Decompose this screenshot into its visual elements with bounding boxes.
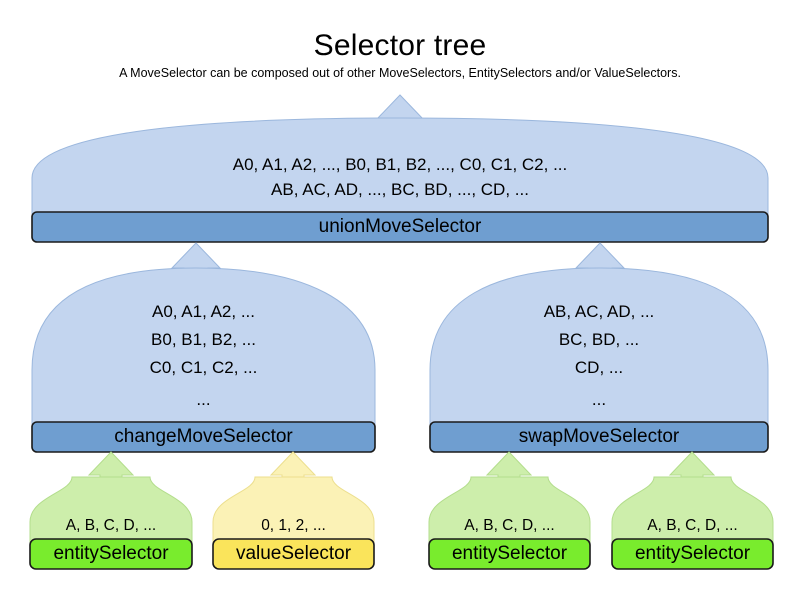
change-move-selector-item-line-1: A0, A1, A2, ...	[151, 302, 255, 321]
box-value-selector[interactable]	[212, 538, 375, 570]
change-move-selector-item-line-3: C0, C1, C2, ...	[149, 358, 258, 377]
swap-move-selector-item-line-2: BC, BD, ...	[558, 330, 640, 349]
dome-union-move-selector	[31, 117, 769, 217]
box-entity-selector-2[interactable]	[428, 538, 591, 570]
dome-swap-move-selector	[429, 267, 769, 427]
value-selector-items: 0, 1, 2, ...	[261, 517, 326, 534]
entity-selector-2-label: entitySelector	[451, 543, 568, 564]
dome-value-selector	[212, 476, 375, 545]
swap-move-selector-label: swapMoveSelector	[518, 426, 680, 447]
dome-entity-selector-2	[428, 476, 591, 545]
swap-move-selector-item-line-3: CD, ...	[574, 358, 624, 377]
change-move-selector-item-line-2: B0, B1, B2, ...	[151, 330, 256, 349]
bar-swap-move-selector[interactable]	[429, 421, 769, 453]
dome-change-move-selector	[31, 267, 376, 427]
entity-selector-2-items: A, B, C, D, ...	[464, 517, 555, 534]
bar-union-move-selector[interactable]	[31, 211, 769, 243]
union-move-selector-item-line-2: AB, AC, AD, ..., BC, BD, ..., CD, ...	[271, 180, 529, 199]
dome-entity-selector-3	[611, 476, 774, 545]
union-move-selector-item-line-1: A0, A1, A2, ..., B0, B1, B2, ..., C0, C1…	[232, 155, 568, 174]
box-entity-selector-1[interactable]	[29, 538, 193, 570]
entity-selector-3-label: entitySelector	[634, 543, 751, 564]
change-move-selector-label: changeMoveSelector	[114, 426, 293, 447]
entity-selector-1-items: A, B, C, D, ...	[65, 517, 157, 534]
box-entity-selector-3[interactable]	[611, 538, 774, 570]
value-selector-label: valueSelector	[235, 543, 352, 564]
entity-selector-1-label: entitySelector	[53, 543, 169, 564]
union-move-selector-label: unionMoveSelector	[318, 216, 482, 237]
page-title: Selector tree	[313, 29, 487, 62]
change-move-selector-item-line-4: ...	[196, 390, 211, 409]
entity-selector-3-items: A, B, C, D, ...	[647, 517, 738, 534]
swap-move-selector-item-line-1: AB, AC, AD, ...	[543, 302, 655, 321]
page-subtitle: A MoveSelector can be composed out of ot…	[119, 66, 681, 80]
swap-move-selector-item-line-4: ...	[591, 390, 607, 409]
dome-entity-selector-1	[29, 476, 193, 545]
bar-change-move-selector[interactable]	[31, 421, 376, 453]
